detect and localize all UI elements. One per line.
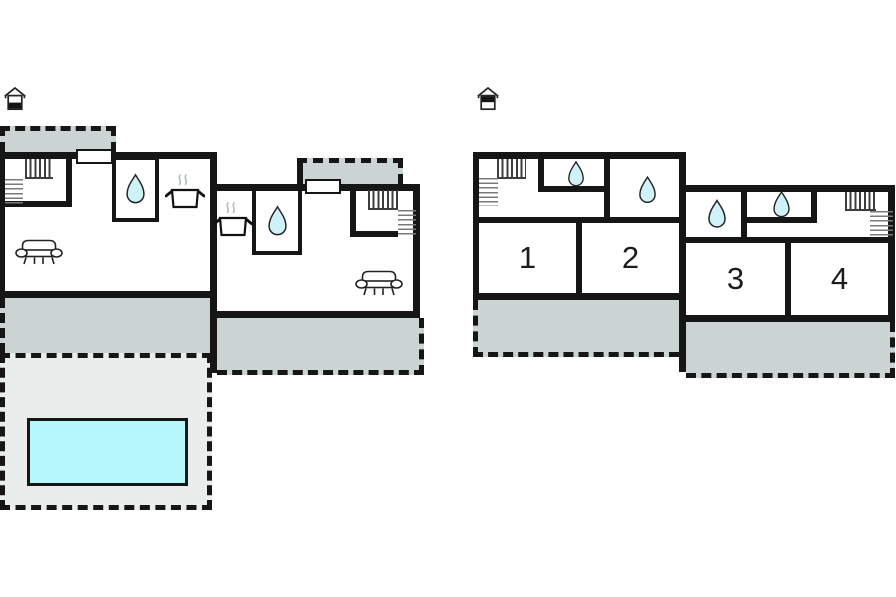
staircase-icon (5, 179, 23, 204)
wall (686, 237, 895, 243)
staircase-icon (25, 159, 53, 179)
staircase-icon (870, 211, 893, 237)
hotpot-icon (213, 200, 253, 240)
wall (538, 159, 544, 192)
terrace-bottom-right (686, 322, 895, 378)
house-ground-level-icon (4, 87, 26, 111)
bedroom-1-label: 1 (518, 240, 537, 275)
waterdrop-icon (638, 176, 657, 204)
wall (350, 190, 356, 237)
wall (0, 291, 217, 298)
bedroom-4-label: 4 (830, 261, 849, 296)
terrace-bottom-left (0, 298, 210, 353)
sofa-icon (15, 236, 63, 266)
bedroom-2-label: 2 (621, 240, 640, 275)
wall (0, 201, 72, 207)
waterdrop-icon (126, 173, 145, 204)
wall (679, 315, 895, 322)
swimming-pool (27, 418, 188, 486)
wall (679, 152, 686, 372)
wall (413, 184, 420, 318)
wall (741, 192, 747, 240)
staircase-icon (398, 210, 416, 237)
wall (473, 152, 479, 300)
bathroom (112, 156, 159, 222)
wall (741, 217, 817, 223)
house-upper-level-icon (477, 87, 499, 111)
wall (785, 243, 791, 315)
bedroom-3-label: 3 (726, 261, 745, 296)
waterdrop-icon (267, 205, 287, 236)
wall (350, 231, 398, 237)
bathroom (252, 187, 302, 255)
wall (576, 223, 582, 293)
sofa-icon (355, 267, 403, 297)
wall (888, 185, 895, 322)
window (76, 149, 113, 164)
wall (210, 152, 217, 373)
staircase-icon (845, 192, 876, 211)
wall (297, 158, 303, 184)
staircase-icon (368, 190, 398, 210)
terrace-bottom-right (217, 318, 424, 375)
wall (0, 152, 5, 298)
waterdrop-icon (707, 199, 727, 229)
waterdrop-icon (567, 161, 585, 187)
window (305, 179, 341, 194)
wall (604, 159, 610, 223)
wall (679, 185, 895, 192)
hotpot-icon (165, 172, 205, 212)
wall (538, 186, 610, 192)
terrace-top-left (0, 126, 116, 152)
wall (66, 159, 72, 207)
waterdrop-icon (772, 191, 791, 218)
wall (473, 293, 686, 300)
staircase-icon (479, 178, 498, 206)
terrace-bottom-left (473, 300, 679, 357)
wall (473, 152, 686, 159)
wall (811, 192, 817, 223)
wall (210, 311, 420, 318)
staircase-icon (497, 159, 526, 179)
wall (473, 217, 686, 223)
